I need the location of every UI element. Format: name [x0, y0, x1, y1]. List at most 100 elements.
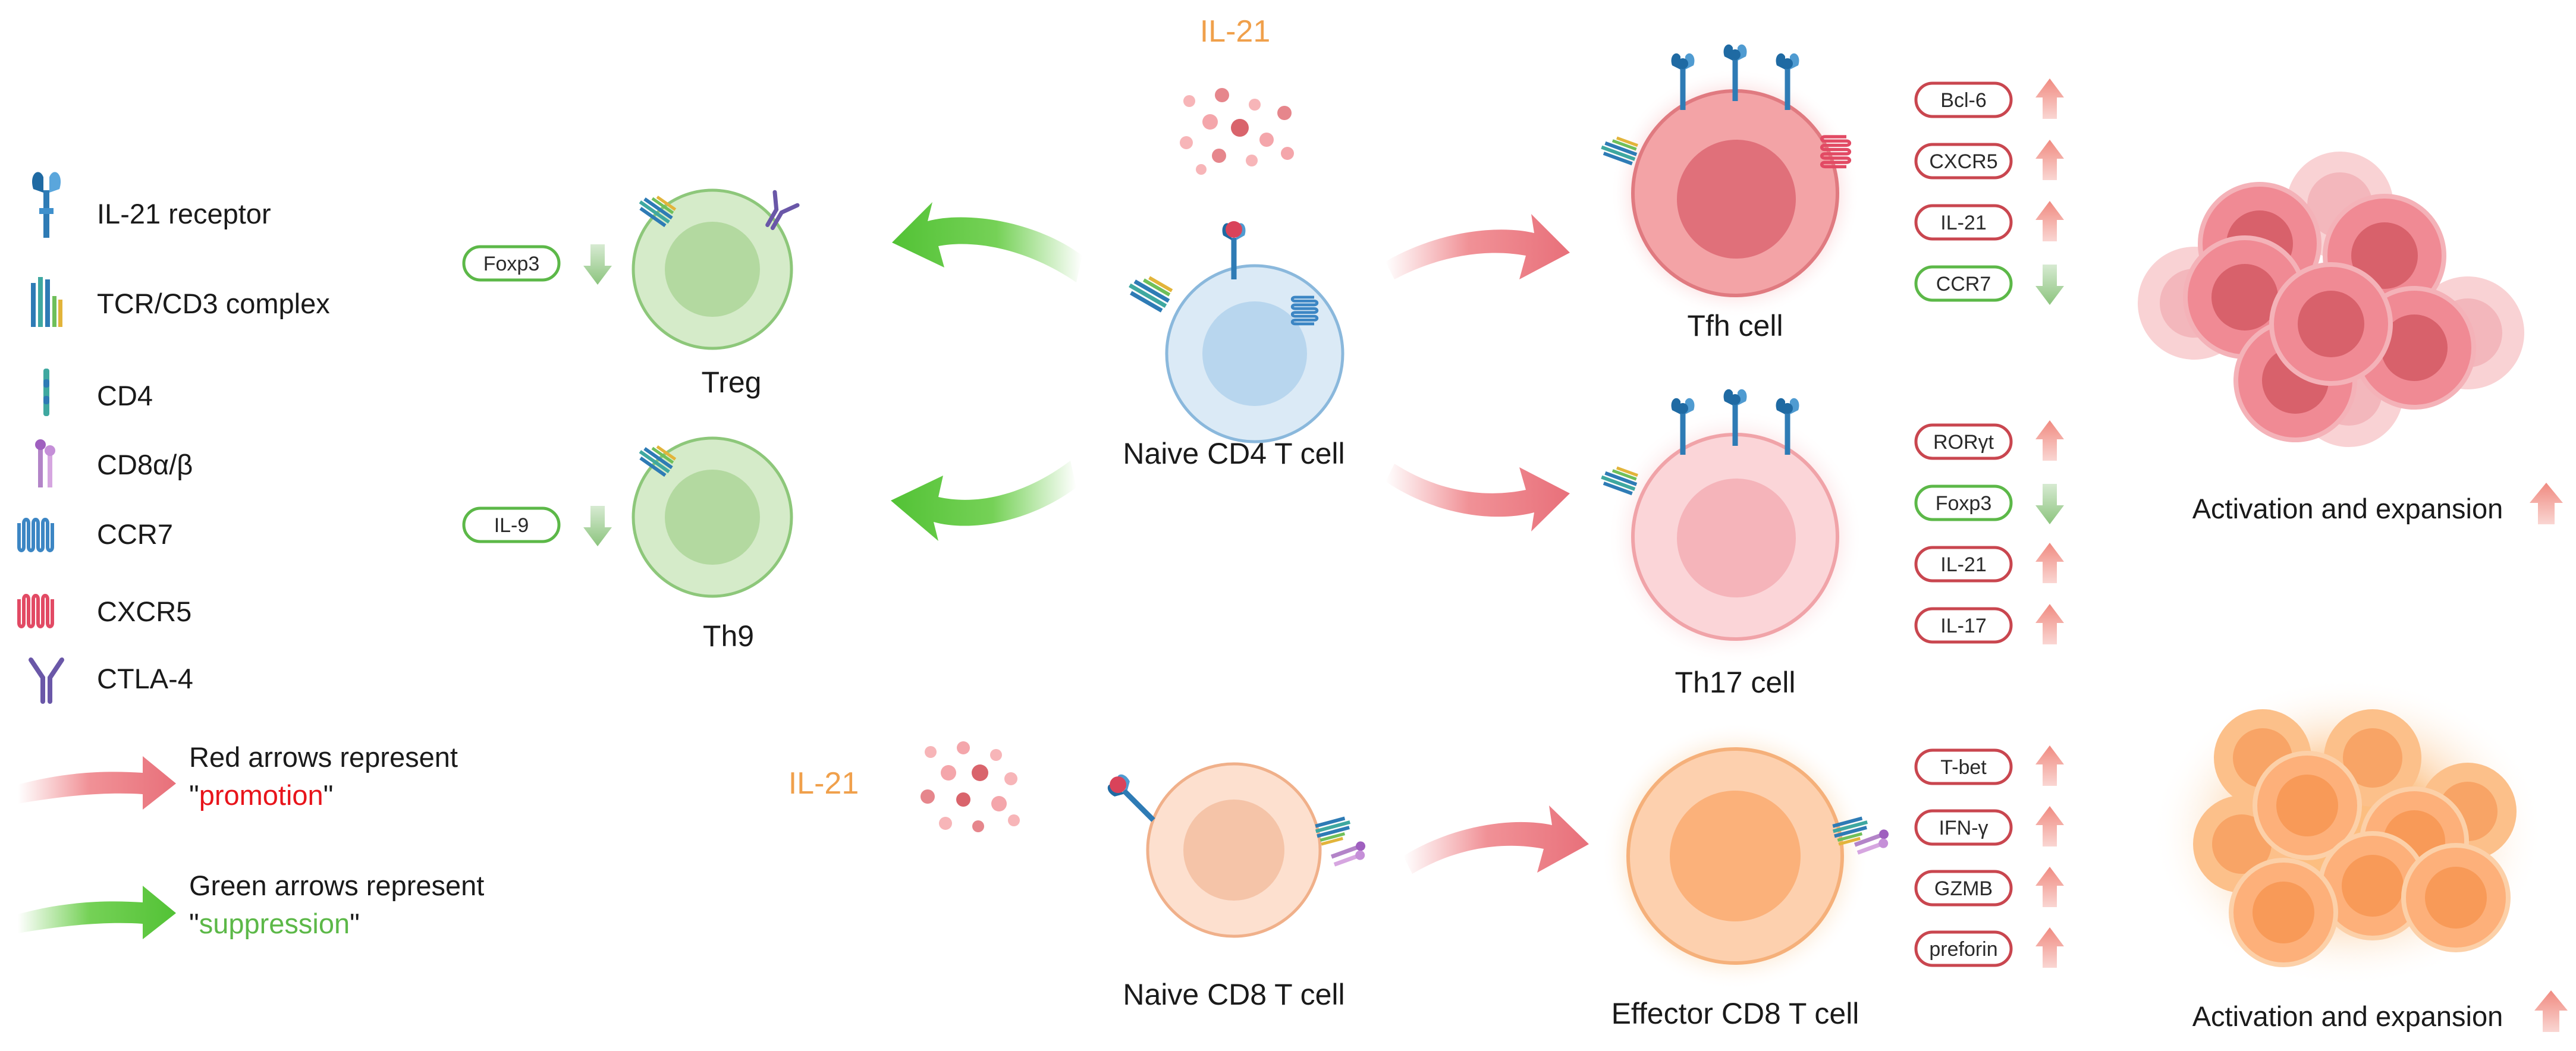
- il21-label-bottom: IL-21: [788, 766, 859, 801]
- naive-cd4-label: Naive CD4 T cell: [1123, 437, 1344, 470]
- tfh-marker-1: CXCR5: [1914, 140, 2064, 180]
- th17-marker-0: RORγt: [1914, 420, 2064, 461]
- tfh-label: Tfh cell: [1687, 309, 1783, 342]
- legend-label-il21-receptor: IL-21 receptor: [97, 198, 271, 229]
- th17-marker-label: IL-21: [1940, 553, 1987, 576]
- th9-label: Th9: [703, 619, 754, 653]
- promotion-keyword: promotion: [199, 779, 323, 811]
- tfh-marker-label: CCR7: [1936, 273, 1991, 295]
- naive-cd4-t-cell: Naive CD4 T cell: [1123, 221, 1345, 470]
- treg-marker-pill: [462, 245, 561, 282]
- tfh-marker-down-arrow-icon: [2035, 265, 2064, 305]
- legend-red-arrow-line1: Red arrows represent: [189, 741, 458, 773]
- cd8-outcome-label: Activation and expansion: [2192, 1000, 2503, 1032]
- th17-marker-up-arrow-icon: [2035, 420, 2064, 461]
- tfh-marker-label: Bcl-6: [1940, 89, 1986, 112]
- effector-cd8-label: Effector CD8 T cell: [1611, 997, 1859, 1030]
- legend-label-cxcr5: CXCR5: [97, 596, 191, 627]
- red-arrow-to-tfh: [1386, 214, 1570, 279]
- legend-label-ctla4: CTLA-4: [97, 663, 193, 694]
- legend-red-arrow-line2: "promotion": [189, 779, 333, 811]
- cd8-marker-label: IFN-γ: [1939, 817, 1988, 839]
- ccr7-icon: [19, 520, 52, 550]
- th9-cell: Th9: [632, 436, 793, 653]
- legend-red-arrow-icon: [18, 756, 176, 810]
- cd8-marker-up-arrow-icon: [2035, 867, 2064, 907]
- effector-cd8-coreceptor-icon: [1854, 829, 1889, 855]
- th9-marker-pill: [462, 506, 561, 543]
- effector-cd8-t-cell: Effector CD8 T cell: [1601, 722, 1889, 1030]
- green-arrow-to-th9: [891, 461, 1076, 541]
- th17-marker-up-arrow-icon: [2035, 604, 2064, 644]
- cd8-marker-label: preforin: [1929, 938, 1997, 961]
- treg-markers: Foxp3: [462, 244, 612, 285]
- cd8-marker-up-arrow-icon: [2035, 927, 2064, 968]
- cd4-outcome-up-arrow-icon: [2530, 483, 2563, 524]
- th17-label: Th17 cell: [1675, 666, 1796, 699]
- treg-marker-down-arrow-icon: [583, 244, 612, 285]
- tfh-marker-pill: [1914, 81, 2013, 118]
- red-arrow-to-th17: [1386, 464, 1570, 531]
- th9-marker-0: IL-9: [462, 506, 612, 546]
- legend-label-ccr7: CCR7: [97, 518, 173, 550]
- cd8-marker-label: GZMB: [1934, 877, 1993, 900]
- cd8-marker-0: T-bet: [1914, 745, 2064, 786]
- tfh-marker-3: CCR7: [1914, 265, 2064, 305]
- th17-marker-2: IL-21: [1914, 543, 2064, 583]
- cd8-marker-pill: [1914, 870, 2013, 907]
- il21-cytokine-bottom: IL-21: [788, 741, 1020, 832]
- legend-label-cd8: CD8α/β: [97, 449, 193, 480]
- th17-cell: Th17 cell: [1599, 389, 1863, 699]
- legend-green-arrow-line2: "suppression": [189, 908, 360, 939]
- legend-green-arrow-line1: Green arrows represent: [189, 870, 484, 901]
- cd8-marker-up-arrow-icon: [2035, 745, 2064, 786]
- th17-marker-label: Foxp3: [1936, 492, 1992, 515]
- th17-marker-3: IL-17: [1914, 604, 2064, 644]
- th17-marker-1: Foxp3: [1914, 484, 2064, 524]
- treg-ctla4-icon: [765, 190, 800, 230]
- naive-cd8-il21-receptor-icon: [1107, 774, 1155, 822]
- cd4-icon: [43, 369, 49, 416]
- th17-marker-down-arrow-icon: [2035, 484, 2064, 524]
- il21-receptor-icon: [32, 172, 61, 238]
- th17-marker-pill: [1914, 546, 2013, 583]
- cd8-marker-label: T-bet: [1940, 756, 1987, 779]
- th17-marker-pill: [1914, 423, 2013, 460]
- suppression-keyword: suppression: [199, 908, 350, 939]
- naive-cd8-label: Naive CD8 T cell: [1123, 978, 1344, 1011]
- th17-marker-label: IL-17: [1940, 615, 1987, 637]
- legend-label-tcr-cd3: TCR/CD3 complex: [97, 288, 330, 319]
- cd8-marker-pill: [1914, 809, 2013, 846]
- cd8-marker-3: preforin: [1914, 927, 2064, 968]
- cd4-activation-cluster: Activation and expansion: [2138, 152, 2563, 524]
- treg-marker-0: Foxp3: [462, 244, 612, 285]
- th9-marker-down-arrow-icon: [583, 506, 612, 546]
- cd8-activation-cluster: Activation and expansion: [2151, 678, 2568, 1032]
- cd8-marker-2: GZMB: [1914, 867, 2064, 907]
- il21-dots-top: [1180, 88, 1294, 175]
- legend-green-arrow-icon: [18, 886, 176, 939]
- tfh-marker-pill: [1914, 143, 2013, 180]
- treg-cell: Treg: [632, 188, 800, 399]
- il21-label-top: IL-21: [1200, 14, 1271, 49]
- th17-marker-label: RORγt: [1933, 431, 1994, 454]
- th9-markers: IL-9: [462, 506, 612, 546]
- il21-dots-bottom: [921, 741, 1020, 832]
- tfh-marker-label: IL-21: [1940, 212, 1987, 234]
- tfh-marker-up-arrow-icon: [2035, 78, 2064, 119]
- naive-cd4-il21-receptor-icon: [1222, 221, 1246, 279]
- red-arrow-to-effector-cd8: [1403, 805, 1589, 874]
- ctla4-icon: [29, 657, 64, 704]
- legend: IL-21 receptor TCR/CD3 complex CD4 CD8α/…: [18, 172, 484, 939]
- cd8-marker-pill: [1914, 748, 2013, 785]
- tfh-marker-label: CXCR5: [1929, 150, 1997, 173]
- cd8-marker-up-arrow-icon: [2035, 806, 2064, 847]
- treg-marker-label: Foxp3: [483, 253, 540, 275]
- tfh-cell: Tfh cell: [1599, 45, 1860, 342]
- tfh-marker-0: Bcl-6: [1914, 78, 2064, 119]
- th17-marker-up-arrow-icon: [2035, 543, 2064, 583]
